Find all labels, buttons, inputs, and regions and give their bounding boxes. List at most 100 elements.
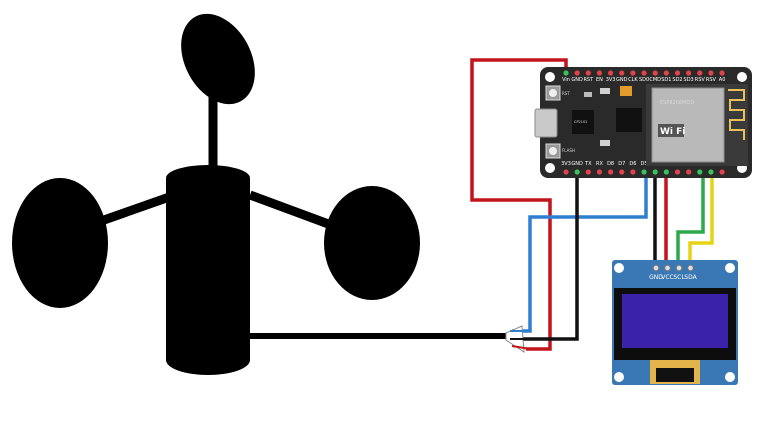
voltage-regulator [616,108,642,132]
pin-d8[interactable] [608,169,614,175]
pin-label: SD0 [639,77,649,83]
usb-chip-label: CP2102 [574,120,587,124]
wire-black-gnd [520,171,579,341]
pin-gnd[interactable] [574,70,580,76]
mount-hole [545,163,555,173]
pin-label: 3V3 [561,161,571,167]
pin-rsv[interactable] [697,70,703,76]
pin-gnd[interactable] [619,70,625,76]
smd-component [600,88,610,94]
pin-rst[interactable] [585,70,591,76]
pin-d2[interactable] [697,169,703,175]
oled-pin-scl[interactable] [675,264,683,272]
pin-label: RSV [706,77,717,83]
pin-label: Vin [562,77,570,83]
pin-d5[interactable] [641,169,647,175]
anemometer-cup-top [181,13,255,105]
pin-d4[interactable] [674,169,681,175]
pin-label: RSV [695,77,706,83]
pin-cmd[interactable] [652,70,658,76]
anemometer-cup-left [12,178,108,308]
oled-pin-label: VCC [661,274,673,281]
pin-label: RX [596,161,603,167]
pin-label: GND [571,161,583,167]
anemometer-cup-right [324,186,420,300]
pin-gnd[interactable] [574,169,580,175]
pin-sd3[interactable] [686,70,692,76]
oled-mount-hole [614,372,624,382]
wire-yellow-oled-sda [688,171,714,268]
pin-gnd[interactable] [652,169,658,175]
pin-label: GND [571,77,583,83]
pin-3v3[interactable] [563,169,569,175]
pin-clk[interactable] [630,70,636,76]
oled-pin-sda[interactable] [687,264,694,272]
pin-label: GND [616,77,628,83]
pin-label: D6 [629,161,636,167]
pin-label: TX [584,161,592,167]
pin-d6[interactable] [630,169,636,175]
oled-pin-vcc[interactable] [664,264,671,272]
anemometer-body-top [166,165,250,191]
wires [470,58,714,351]
oled-mount-hole [614,263,624,273]
pin-label: D5 [641,161,648,167]
pin-d0[interactable] [719,169,725,175]
wire-green-oled-scl [676,171,705,268]
antenna-trace [728,89,745,140]
pin-3v3[interactable] [608,70,614,76]
pin-label: 3V3 [606,77,616,83]
pin-sd0[interactable] [641,70,647,76]
pin-sd2[interactable] [674,70,681,76]
pin-en[interactable] [596,70,603,76]
pin-d7[interactable] [619,169,625,175]
pin-rx[interactable] [596,169,603,175]
rst-label: RST [562,91,570,96]
cable-connector [505,325,531,353]
pin-sd1[interactable] [663,70,669,76]
pin-label: D7 [618,161,625,167]
pin-tx[interactable] [585,169,591,175]
pin-label: D8 [607,161,614,167]
oled-mount-hole [725,263,735,273]
anemometer-body-bottom [166,345,250,375]
pin-label: A0 [719,77,726,83]
anemometer-body [166,178,250,360]
usb-chip [572,110,594,134]
pin-3v3[interactable] [663,169,669,175]
mount-hole [545,72,555,82]
oled-mount-hole [725,372,735,382]
wire-red-vin [470,58,568,351]
esp-module-label: ESP8266MOD [660,100,694,106]
smd-component [584,92,592,97]
mount-hole [737,72,747,82]
smd-component [600,140,610,146]
pin-label: CMD [649,77,661,83]
pin-a0[interactable] [719,70,725,76]
pin-label: SD3 [684,77,694,83]
orange-capacitor [620,86,632,96]
pin-label: RST [583,77,594,83]
wifi-label: Wi Fi [660,127,685,137]
oled-pin-label: SDA [684,274,697,281]
pin-rsv[interactable] [708,70,714,76]
anemometer [12,13,510,375]
wifi-badge [658,124,684,137]
oled-pin-gnd[interactable] [652,264,660,272]
flash-label: FLASH [562,148,575,153]
pin-d1[interactable] [708,169,714,175]
pin-vin[interactable] [563,70,569,76]
usb-port[interactable] [534,108,558,138]
oled-pin-label: GND [649,274,663,281]
pin-label: EN [596,77,603,83]
oled-pin-label: SCL [673,274,685,281]
oled-screen [622,294,728,348]
pin-d3[interactable] [686,169,692,175]
pin-label: CLK [628,77,638,83]
oled-ribbon-connector [656,368,694,382]
